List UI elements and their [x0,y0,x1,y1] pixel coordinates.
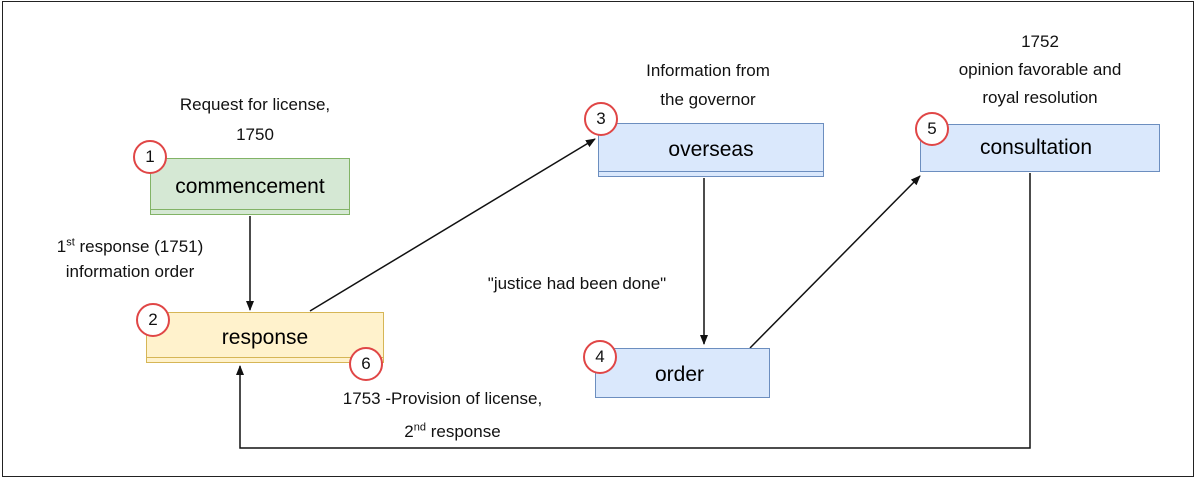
annotation-justice: "justice had been done" [452,271,702,296]
node-overseas[interactable]: overseas [598,123,824,177]
node-order-label: order [654,363,705,386]
node-response-label: response [221,325,309,349]
node-divider [599,171,823,172]
step-badge-3: 3 [584,102,618,136]
ordinal-suffix: st [66,236,75,249]
step-badge-5: 5 [915,112,949,146]
annotation-governor: Information from the governor [608,58,808,112]
ordinal-number: 1 [56,237,67,256]
annotation-line: 2nd response [300,419,585,444]
node-order[interactable]: order [595,348,770,398]
edge-order-to-consultation [749,175,921,349]
step-number: 1 [145,147,155,166]
annotation-provision: 1753 -Provision of license, 2nd response [300,386,585,444]
annotation-line: 1750 [236,125,274,144]
node-commencement[interactable]: commencement [150,158,350,215]
node-overseas-label: overseas [668,138,754,161]
annotation-line: royal resolution [982,88,1098,107]
step-number: 5 [927,119,937,138]
ordinal-number: 2 [404,422,414,441]
node-response[interactable]: response [146,312,384,363]
annotation-text: response [426,422,501,441]
node-consultation-label: consultation [979,136,1093,159]
node-divider [147,357,383,358]
step-badge-6: 6 [349,347,383,381]
step-number: 3 [596,109,606,128]
edge-consultation-to-response [236,173,1031,449]
ordinal-suffix: nd [413,421,427,434]
annotation-text: response (1751) [74,237,204,256]
step-badge-1: 1 [133,140,167,174]
node-commencement-label: commencement [175,174,325,198]
annotation-line: Request for license, [179,95,331,114]
annotation-first-response: 1st response (1751) information order [20,234,240,284]
edge-response-to-overseas [309,138,596,312]
node-divider [151,209,349,210]
annotation-line: opinion favorable and [958,60,1122,79]
node-consultation[interactable]: consultation [920,124,1160,172]
annotation-line: 1752 [1021,32,1059,51]
annotation-line: "justice had been done" [487,274,667,293]
annotation-request: Request for license, 1750 [160,92,350,147]
step-number: 6 [361,354,371,373]
annotation-consultation: 1752 opinion favorable and royal resolut… [925,29,1155,110]
annotation-line: Information from [646,61,770,80]
step-badge-2: 2 [136,303,170,337]
step-number: 2 [148,310,158,329]
annotation-line: 1st response (1751) [20,234,240,259]
annotation-line: information order [65,262,195,281]
annotation-line: 1753 -Provision of license, [342,389,543,408]
step-badge-4: 4 [583,340,617,374]
step-number: 4 [595,347,605,366]
annotation-line: the governor [660,90,756,109]
